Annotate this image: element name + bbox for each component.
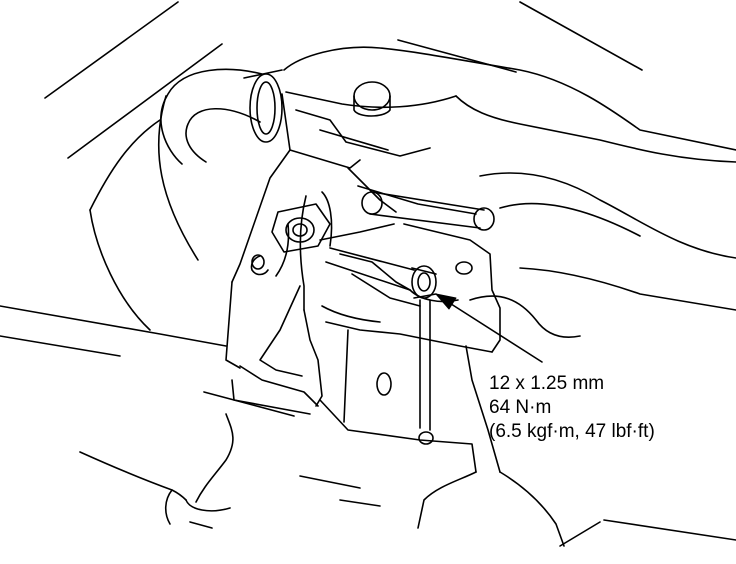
torque-spec-callout: 12 x 1.25 mm 64 N·m (6.5 kgf·m, 47 lbf·f…: [489, 372, 655, 444]
torque-nm-label: 64 N·m: [489, 397, 552, 418]
dowel-pin: [361, 191, 495, 231]
hose: [89, 68, 283, 331]
torque-alt-units-label: (6.5 kgf·m, 47 lbf·ft): [489, 421, 655, 442]
engine-block: [283, 46, 736, 338]
through-bolt: [325, 247, 437, 299]
callout-leader-arrow: [435, 293, 543, 363]
front-plate: [231, 191, 473, 415]
frame-edge-lines: [44, 1, 643, 159]
subframe: [0, 299, 736, 547]
thread-size-label: 12 x 1.25 mm: [489, 373, 605, 394]
mount-bracket: [225, 93, 501, 369]
